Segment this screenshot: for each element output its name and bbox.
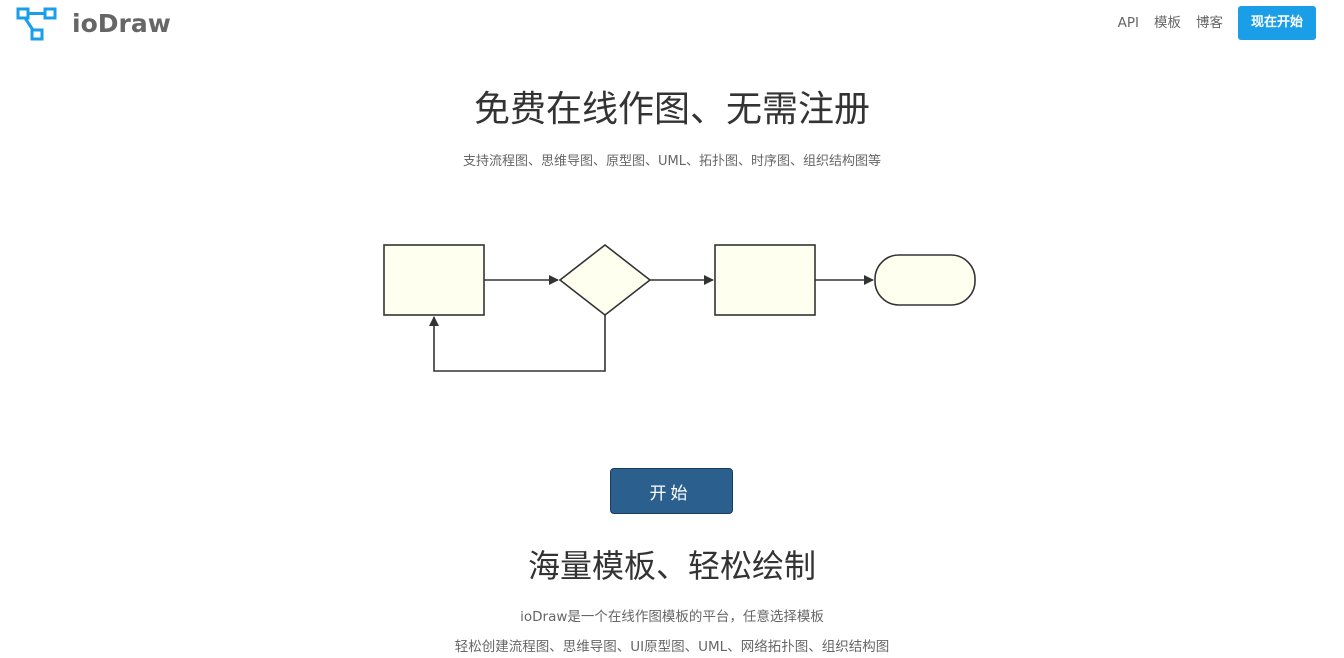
templates-section-line-2: 轻松创建流程图、思维导图、UI原型图、UML、网络拓扑图、组织结构图 [454,639,890,655]
start-now-button[interactable]: 现在开始 [1237,6,1316,40]
nav-link-blog[interactable]: 博客 [1195,15,1223,31]
top-nav: API 模板 博客 现在开始 [1118,6,1316,40]
hero-title: 免费在线作图、无需注册 [473,89,870,130]
top-header: ioDraw API 模板 博客 现在开始 [0,0,1344,48]
process-box-1 [383,244,485,316]
templates-section-title: 海量模板、轻松绘制 [527,547,816,585]
logo-link[interactable]: ioDraw [16,6,171,42]
hero-subtitle: 支持流程图、思维导图、原型图、UML、拓扑图、时序图、组织结构图等 [463,154,881,169]
flowchart-illustration [383,243,976,372]
process-box-2 [714,244,816,316]
logo-text: ioDraw [72,9,171,38]
loop-back-arrow [429,315,606,372]
flow-logo-icon [16,7,57,41]
decision-diamond [558,243,652,317]
templates-section-line-1: ioDraw是一个在线作图模板的平台，任意选择模板 [520,609,824,625]
terminator-shape [874,254,976,306]
start-button[interactable]: 开始 [610,468,733,514]
nav-link-templates[interactable]: 模板 [1153,15,1181,31]
nav-link-api[interactable]: API [1117,15,1139,31]
